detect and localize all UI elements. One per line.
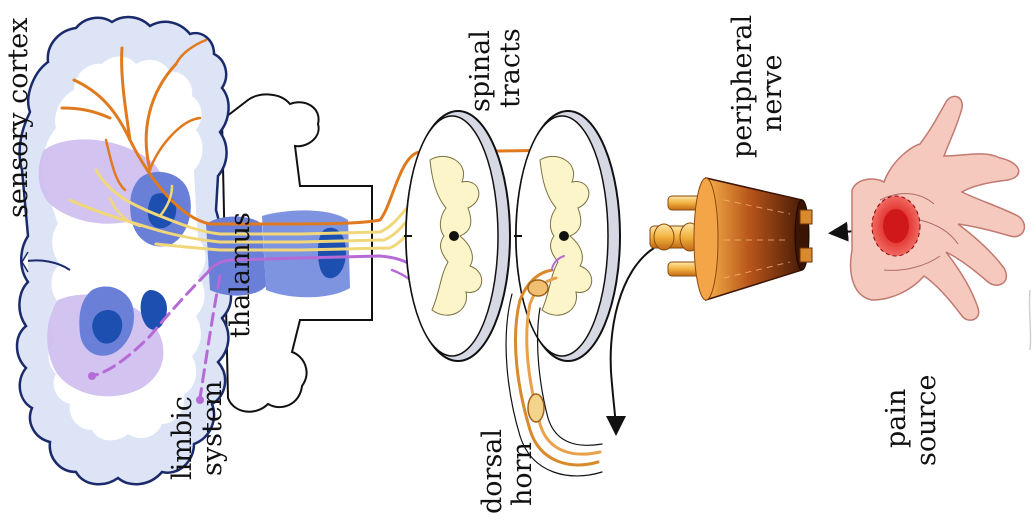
label-spinal-tracts: spinal tracts xyxy=(466,28,526,112)
label-limbic-line2: system xyxy=(198,381,228,480)
label-thalamus: thalamus xyxy=(226,212,256,338)
label-pain-line2: source xyxy=(912,374,942,466)
label-spinal-line1: spinal xyxy=(466,28,496,112)
label-pain-source: pain source xyxy=(882,374,942,466)
label-dorsal-line1: dorsal xyxy=(478,429,508,514)
spinal-cord-section-icon xyxy=(404,111,620,361)
label-peripheral-nerve: peripheral nerve xyxy=(728,15,788,158)
pain-spot-icon xyxy=(872,196,920,256)
label-limbic-line1: limbic xyxy=(168,381,198,480)
label-pain-line1: pain xyxy=(882,374,912,466)
label-sensory-cortex-text: sensory cortex xyxy=(4,18,34,218)
label-sensory-cortex: sensory cortex xyxy=(4,18,34,218)
label-spinal-line2: tracts xyxy=(496,28,526,112)
label-dorsal-horn: dorsal horn xyxy=(478,429,538,514)
label-thalamus-text: thalamus xyxy=(226,212,256,338)
label-dorsal-line2: horn xyxy=(508,429,538,514)
label-peripheral-line1: peripheral xyxy=(728,15,758,158)
label-limbic-system: limbic system xyxy=(168,381,228,480)
label-peripheral-line2: nerve xyxy=(758,15,788,158)
peripheral-nerve-icon xyxy=(650,178,812,300)
